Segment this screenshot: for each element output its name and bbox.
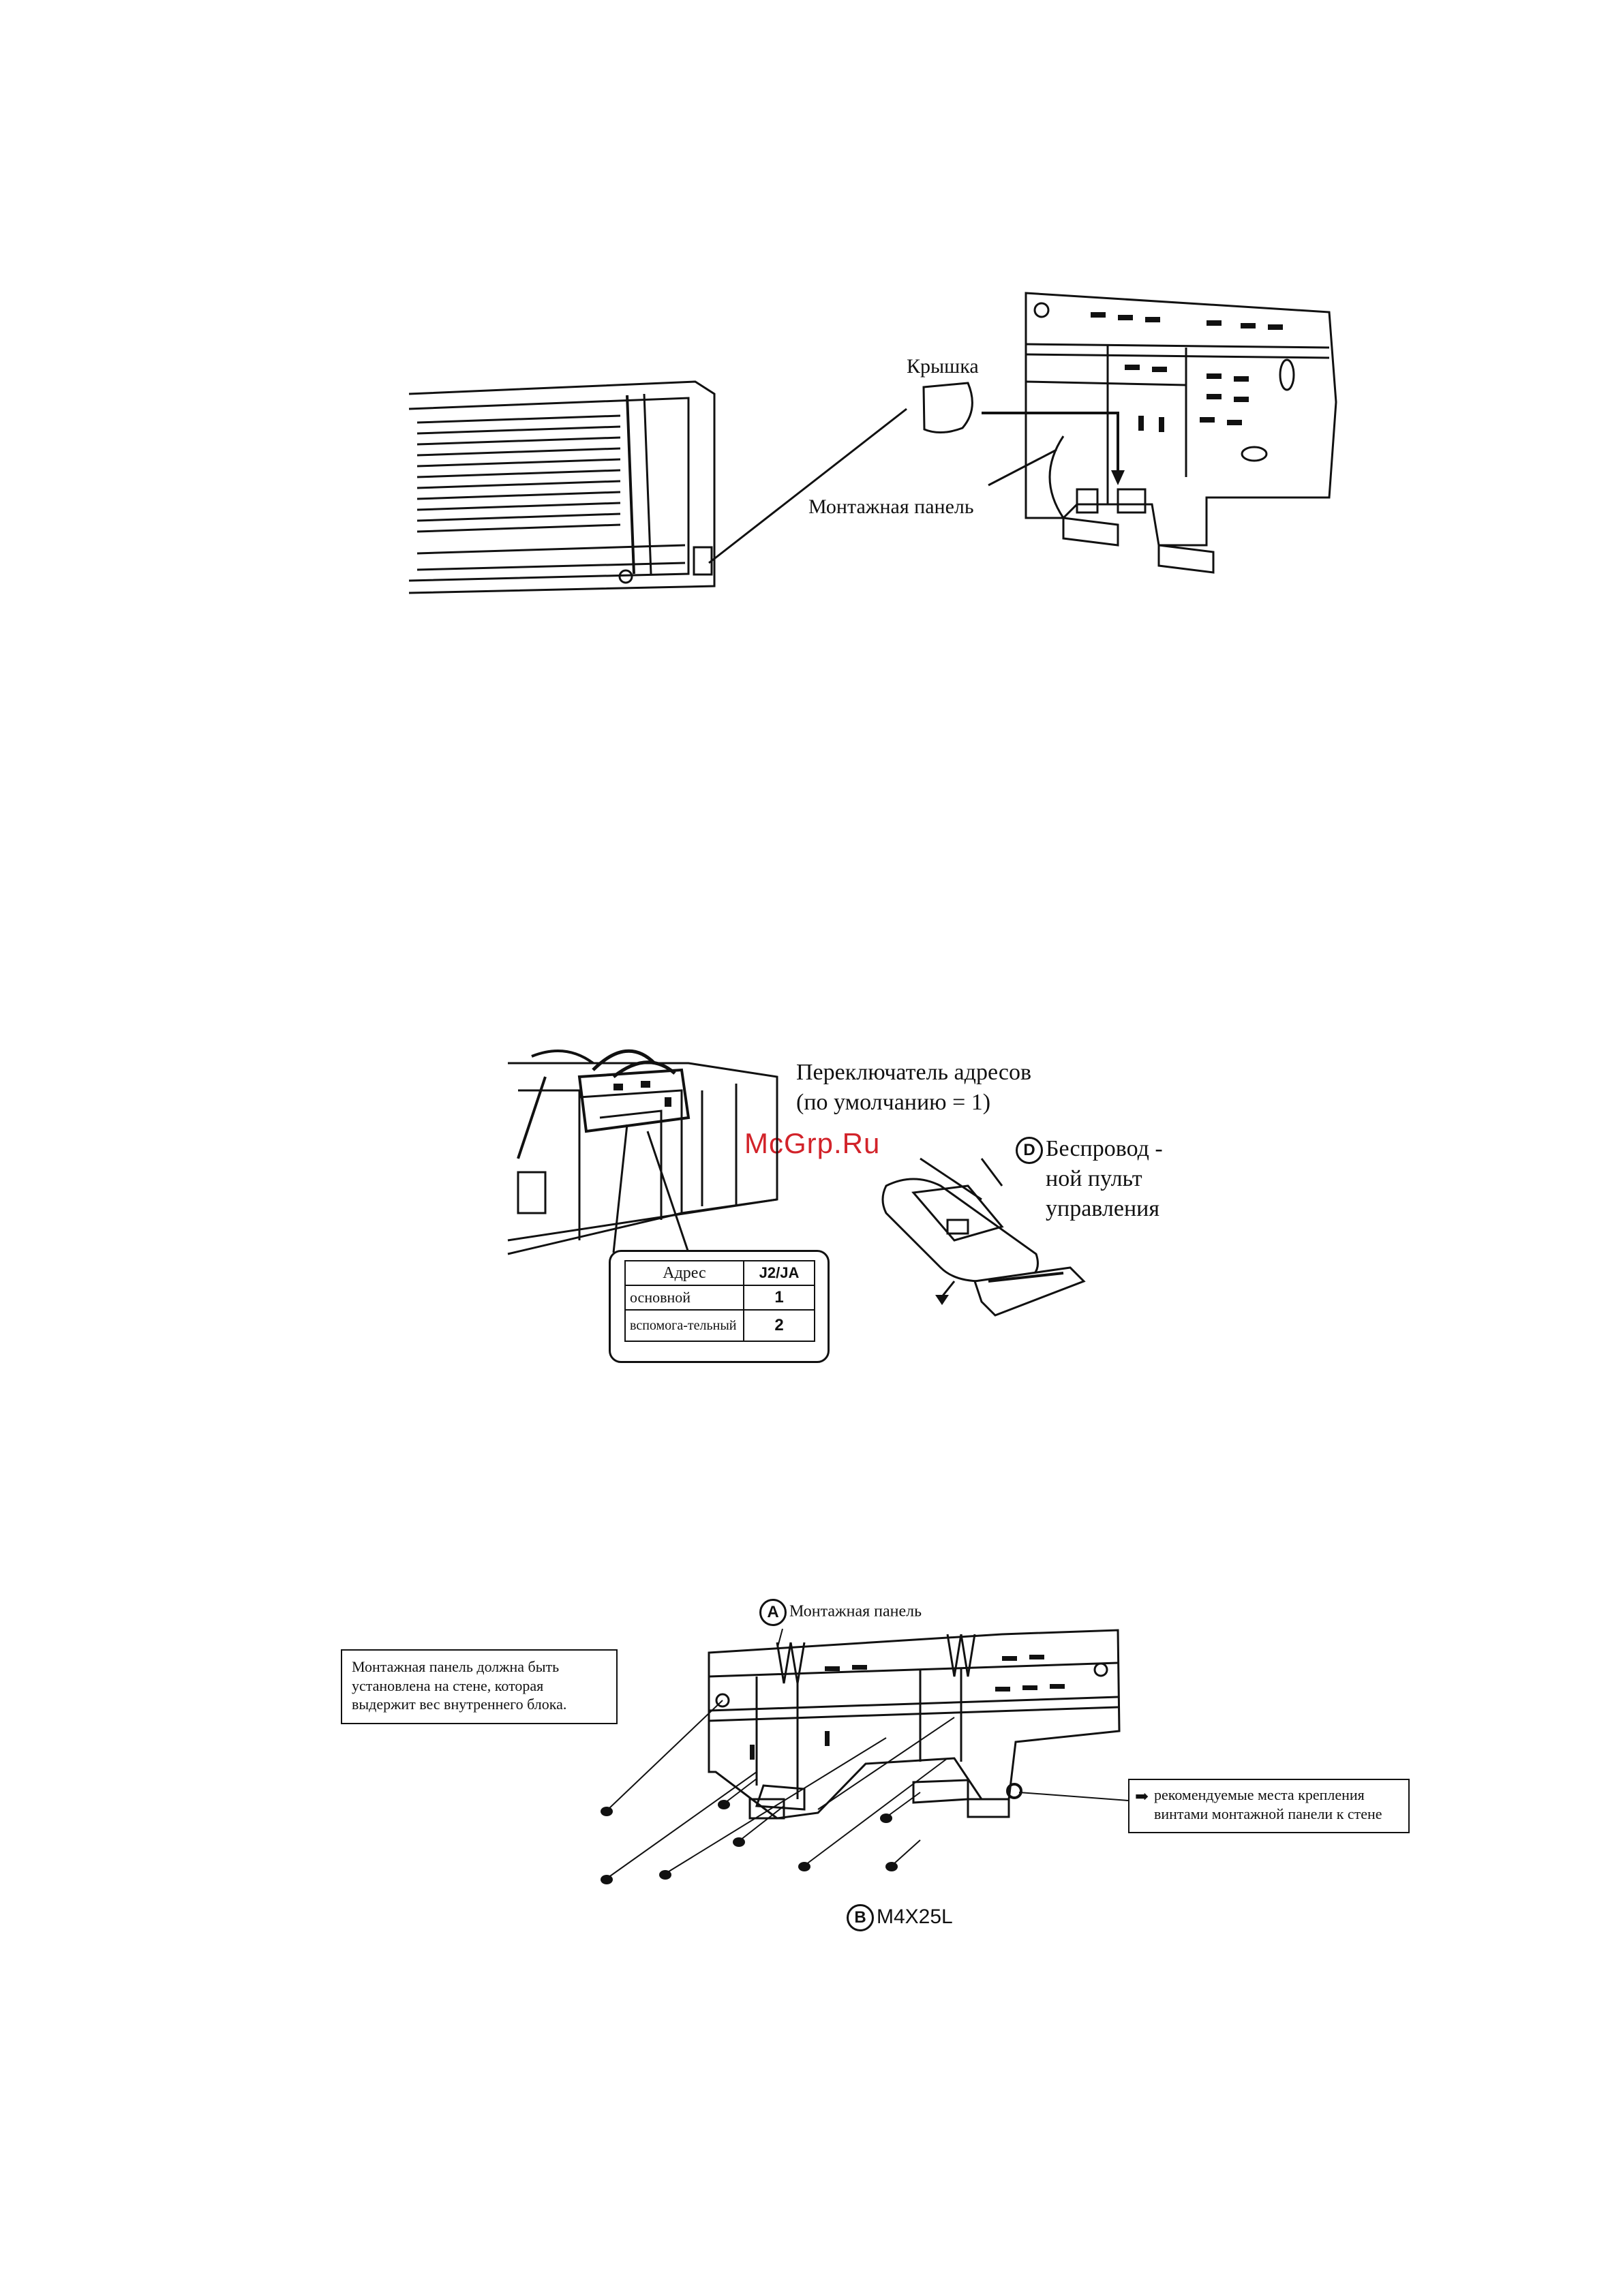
- address-table-row1-label: основной: [624, 1285, 744, 1311]
- address-switch-label-line2: (по умолчанию = 1): [796, 1090, 991, 1115]
- remote-label-text: Беспровод -: [1046, 1136, 1163, 1161]
- indoor-unit-outline: [408, 380, 716, 594]
- address-table: Адрес J2/JA основной 1 вспомога-тельный …: [624, 1260, 815, 1342]
- wall-load-note: Монтажная панель должна быть установлена…: [341, 1649, 618, 1724]
- figure3-drawing: [601, 1628, 1129, 1884]
- watermark-text: McGrp.Ru: [744, 1127, 881, 1159]
- unit-louvers: [416, 414, 621, 533]
- screw-locations-note: ➡ рекомендуемые места крепления винтами м…: [1128, 1779, 1410, 1833]
- figure-indoor-unit-and-panel: Крышка Монтажная панель: [0, 0, 1623, 682]
- wall-panel-slots: [750, 1655, 1065, 1760]
- arrow-right-icon: ➡: [1135, 1788, 1149, 1806]
- remote-label-line3: управления: [1046, 1196, 1159, 1221]
- screw-locations-note-text: рекомендуемые места крепления винтами мо…: [1154, 1786, 1382, 1822]
- address-table-row1-value: 1: [743, 1285, 815, 1311]
- address-table-row2-label: вспомога-тельный: [624, 1309, 744, 1342]
- screw-badge-b-icon: B: [847, 1904, 874, 1931]
- unit-leader-line: [708, 408, 907, 564]
- address-table-header-left: Адрес: [624, 1260, 744, 1286]
- remote-badge-icon: D: [1016, 1137, 1043, 1165]
- address-table-box: Адрес J2/JA основной 1 вспомога-тельный …: [609, 1250, 830, 1363]
- figure1-drawing: [408, 292, 1337, 594]
- wall-mounting-panel-drawing: [708, 1629, 1121, 1820]
- panel-badge-a-icon: A: [759, 1599, 787, 1626]
- screw-size-text: M4X25L: [877, 1905, 953, 1928]
- screws: [601, 1800, 898, 1884]
- cover-piece: [922, 382, 973, 433]
- address-table-header-right: J2/JA: [743, 1260, 815, 1286]
- screw-leaders: [607, 1700, 955, 1878]
- figure2-drawing: [507, 1049, 1086, 1317]
- wall-panel-label-text: Монтажная панель: [789, 1602, 922, 1621]
- remote-label-line2: ной пульт: [1046, 1166, 1142, 1191]
- mounting-panel-drawing: [1025, 292, 1337, 574]
- cover-label: Крышка: [907, 355, 979, 378]
- address-table-row2-value: 2: [743, 1309, 815, 1342]
- address-switch-label-line1: Переключатель адресов: [796, 1060, 1032, 1085]
- panel-slots: [1091, 312, 1283, 432]
- mounting-panel-label: Монтажная панель: [808, 495, 974, 518]
- remote-drawing: [881, 1157, 1086, 1317]
